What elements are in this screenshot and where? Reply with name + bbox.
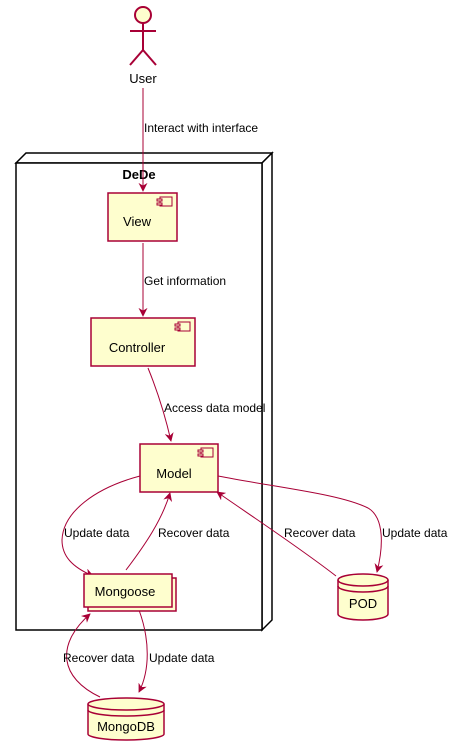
controller-label: Controller: [109, 340, 166, 355]
mongoose-collection: Mongoose: [83, 573, 177, 612]
actor-label: User: [129, 71, 157, 86]
component-icon: [156, 196, 173, 207]
pod-database: POD: [337, 573, 389, 621]
view-component: View: [107, 192, 178, 242]
user-actor: User: [129, 6, 157, 86]
model-label: Model: [156, 466, 192, 481]
component-icon: [197, 447, 214, 458]
edge-label-model-pod: Update data: [382, 526, 448, 540]
mongodb-label: MongoDB: [97, 719, 155, 734]
database-icon: [337, 573, 389, 621]
edge-mongodb-mongoose: [66, 613, 101, 698]
edge-pod-model: [216, 491, 337, 577]
model-component: Model: [139, 443, 219, 493]
edge-labels: Interact with interface Get information …: [63, 121, 448, 665]
edge-controller-model: [147, 367, 174, 442]
edge-label-user-view: Interact with interface: [144, 121, 258, 135]
pod-label: POD: [349, 596, 377, 611]
edge-mongoose-model: [125, 492, 173, 571]
view-label: View: [123, 214, 152, 229]
edge-label-view-controller: Get information: [144, 274, 226, 288]
edge-model-mongoose: [61, 475, 141, 577]
edge-mongoose-mongodb: [138, 609, 148, 693]
edge-label-model-mongoose: Update data: [64, 526, 130, 540]
controller-component: Controller: [90, 317, 196, 367]
edge-label-mongoose-model: Recover data: [158, 526, 230, 540]
container-title: DeDe: [122, 167, 155, 182]
edge-label-mongodb-mongoose: Recover data: [63, 651, 135, 665]
edge-label-controller-model: Access data model: [164, 401, 265, 415]
mongoose-label: Mongoose: [95, 584, 156, 599]
component-icon: [174, 321, 191, 332]
person-icon: [129, 6, 157, 66]
edge-model-pod: [217, 475, 384, 573]
edge-label-mongoose-mongodb: Update data: [149, 651, 215, 665]
edge-label-pod-model: Recover data: [284, 526, 356, 540]
database-icon: [87, 697, 165, 741]
edges: [61, 88, 384, 698]
mongodb-database: MongoDB: [87, 697, 165, 741]
